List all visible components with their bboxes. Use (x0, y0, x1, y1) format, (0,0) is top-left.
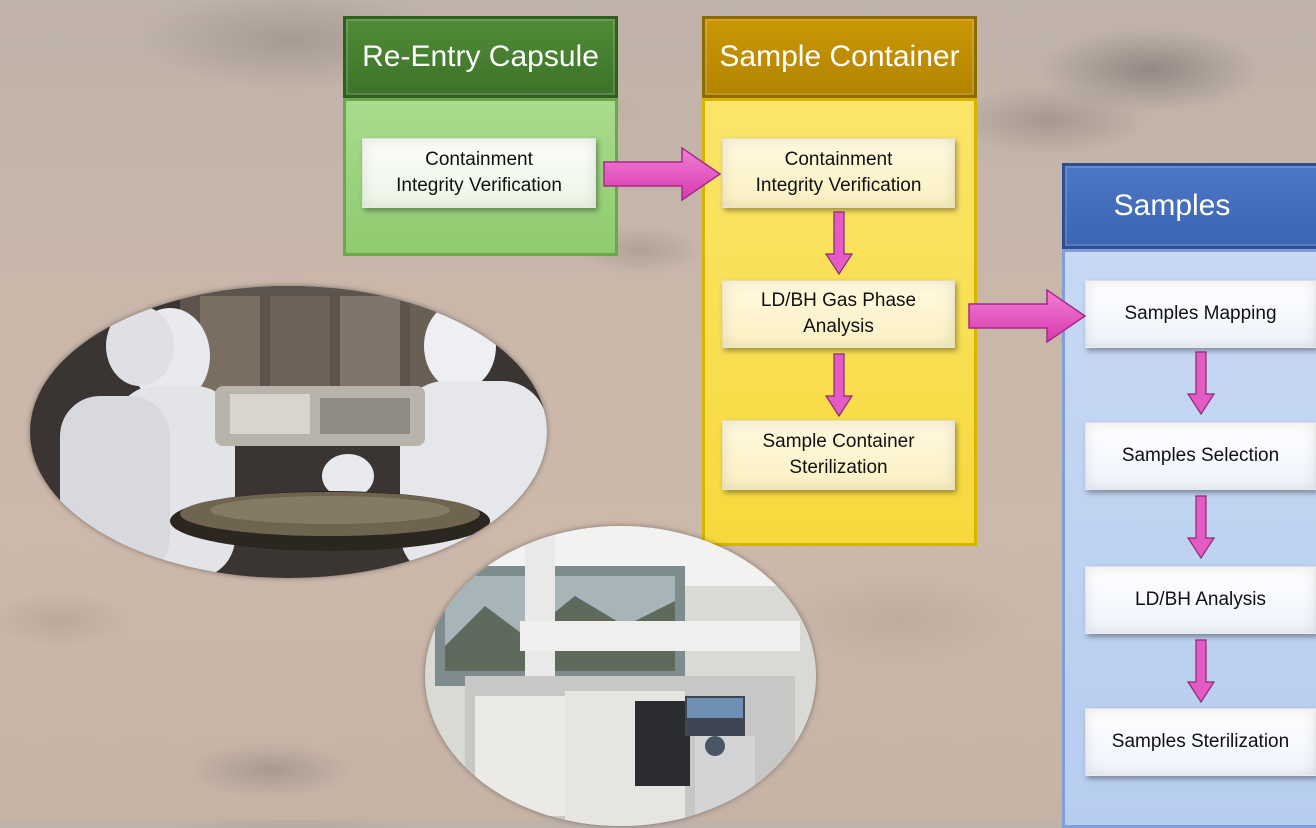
arrow-down-samples-3 (1186, 639, 1216, 704)
cleanroom-technicians-photo (30, 286, 547, 578)
reentry-containment-verification-step: Containment Integrity Verification (362, 138, 596, 208)
reentry-capsule-column: Re-Entry Capsule (343, 16, 618, 256)
arrow-down-samples-1 (1186, 351, 1216, 416)
samples-mapping-step: Samples Mapping (1085, 280, 1316, 348)
arrow-down-container-1 (824, 211, 854, 276)
arrow-right-container-to-samples (968, 288, 1087, 344)
arrow-down-container-2 (824, 353, 854, 418)
lab-instrument-photo (425, 526, 816, 826)
samples-selection-step: Samples Selection (1085, 422, 1316, 490)
samples-sterilization-step: Samples Sterilization (1085, 708, 1316, 776)
container-containment-verification-step: Containment Integrity Verification (722, 138, 955, 208)
reentry-capsule-title: Re-Entry Capsule (343, 16, 618, 98)
arrow-down-samples-2 (1186, 495, 1216, 560)
container-sterilization-step: Sample Container Sterilization (722, 420, 955, 490)
ld-bh-analysis-step: LD/BH Analysis (1085, 566, 1316, 634)
samples-title: Samples (1062, 163, 1316, 249)
container-gas-phase-analysis-step: LD/BH Gas Phase Analysis (722, 280, 955, 348)
arrow-right-reentry-to-container (603, 146, 722, 202)
sample-container-title: Sample Container (702, 16, 977, 98)
